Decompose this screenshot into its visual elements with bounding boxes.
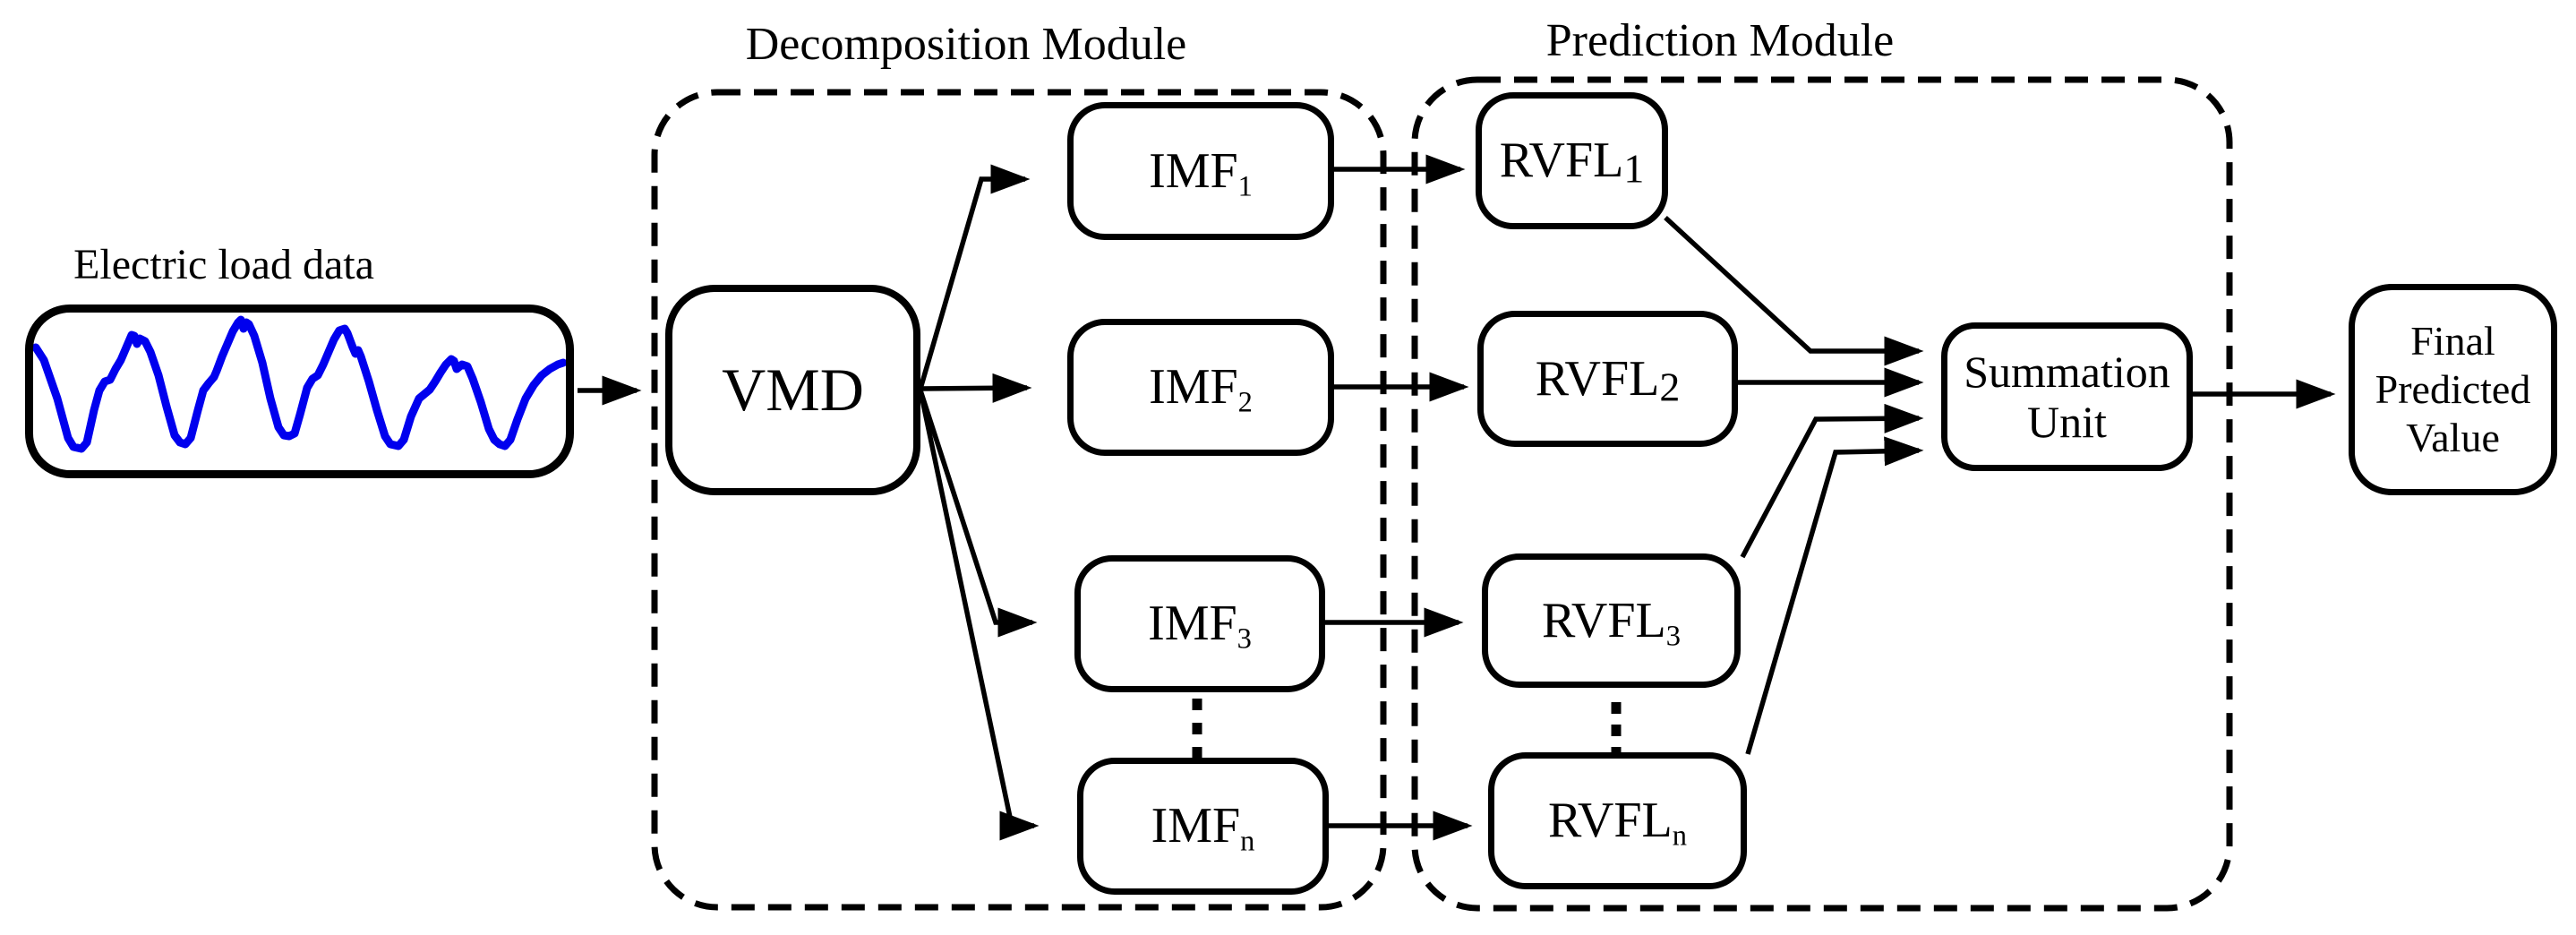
- arrow-vmd-to-imf2: [920, 373, 1032, 403]
- rvfl3-label: RVFL3: [1542, 592, 1681, 653]
- arrow-rvfl3-to-summation: [1740, 403, 1924, 559]
- input-caption: Electric load data: [73, 241, 374, 288]
- prediction-module-title: Prediction Module: [1545, 15, 1895, 66]
- summation-unit-label: Summation Unit: [1964, 347, 2170, 447]
- final-predicted-value-box: Final Predicted Value: [2349, 284, 2557, 495]
- imf3-subscript: 3: [1237, 622, 1252, 656]
- rvfl2-subscript: 2: [1659, 364, 1681, 410]
- rvfl2-box: RVFL2: [1477, 311, 1738, 447]
- rvfl3-box: RVFL3: [1482, 553, 1741, 688]
- rvfln-subscript: n: [1672, 819, 1687, 853]
- rvfln-box: RVFLn: [1488, 752, 1747, 889]
- arrow-vmd-to-imf3: [918, 390, 1038, 638]
- decomposition-module-frame: [651, 89, 1387, 911]
- rvfl1-subscript: 1: [1623, 145, 1645, 192]
- imf2-label: IMF2: [1149, 359, 1253, 419]
- electric-load-waveform: [31, 315, 568, 453]
- imf2-subscript: 2: [1237, 386, 1253, 419]
- imf3-label: IMF3: [1148, 596, 1252, 656]
- imfn-box: IMFn: [1077, 758, 1329, 895]
- vmd-box: VMD: [665, 285, 920, 495]
- vmd-label: VMD: [722, 356, 864, 425]
- rvfl3-subscript: 3: [1665, 620, 1681, 653]
- imf1-subscript: 1: [1237, 170, 1253, 203]
- imf1-label: IMF1: [1149, 142, 1253, 203]
- rvfl1-label: RVFL1: [1499, 133, 1645, 192]
- prediction-module-frame: [1411, 76, 2233, 912]
- electric-load-data-box: [25, 305, 574, 478]
- decomposition-module-title: Decomposition Module: [745, 19, 1187, 70]
- imf1-box: IMF1: [1067, 102, 1334, 240]
- imfn-label: IMFn: [1151, 798, 1255, 858]
- arrow-rvfln-to-summation: [1745, 436, 1924, 755]
- rvfl1-box: RVFL1: [1476, 92, 1668, 229]
- summation-unit-box: Summation Unit: [1941, 322, 2193, 471]
- imfn-subscript: n: [1240, 825, 1255, 858]
- rvfl2-label: RVFL2: [1535, 350, 1681, 410]
- arrow-vmd-to-imf1: [918, 164, 1031, 390]
- imf2-box: IMF2: [1067, 319, 1334, 456]
- arrow-vmd-to-imfn: [918, 390, 1040, 841]
- final-predicted-value-label: Final Predicted Value: [2375, 317, 2531, 461]
- rvfln-label: RVFLn: [1548, 793, 1687, 853]
- imf3-box: IMF3: [1074, 555, 1325, 692]
- arrow-rvfl1-to-summation: [1664, 215, 1924, 366]
